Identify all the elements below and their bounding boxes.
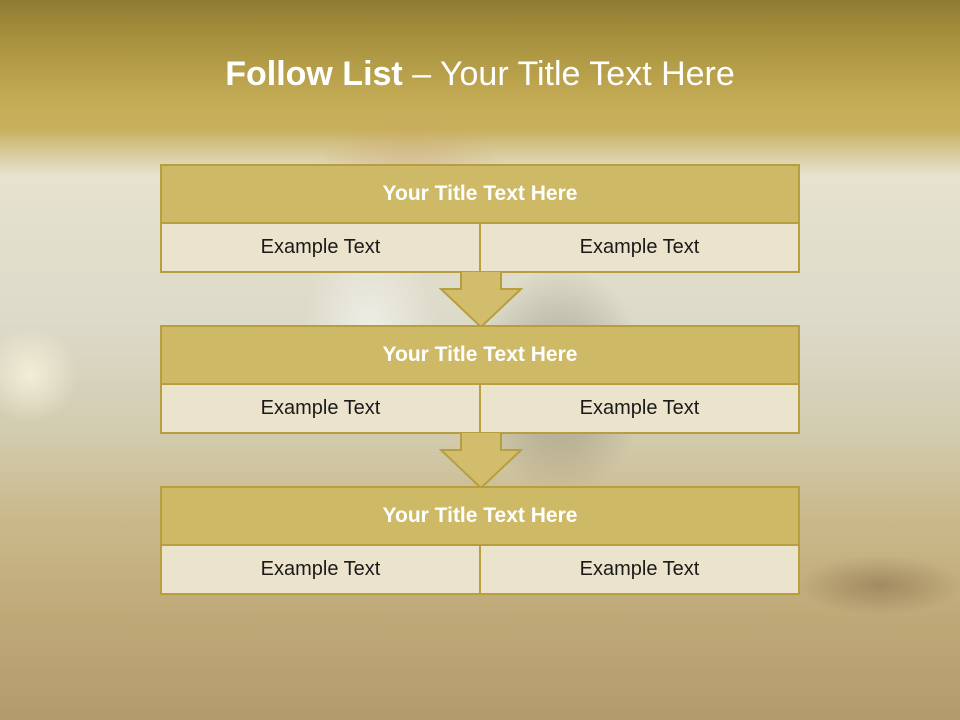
block-cell-right: Example Text	[481, 224, 798, 271]
follow-block-2: Your Title Text Here Example Text Exampl…	[160, 325, 800, 434]
block-title: Your Title Text Here	[162, 488, 798, 546]
block-cell-left: Example Text	[162, 385, 479, 432]
block-title: Your Title Text Here	[162, 327, 798, 385]
block-cell-right: Example Text	[481, 546, 798, 593]
follow-block-1: Your Title Text Here Example Text Exampl…	[160, 164, 800, 273]
title-band	[0, 0, 960, 140]
down-arrow-icon	[439, 432, 523, 490]
page-title-rest: – Your Title Text Here	[402, 55, 735, 93]
block-cell-left: Example Text	[162, 224, 479, 271]
block-cell-right: Example Text	[481, 385, 798, 432]
follow-block-3: Your Title Text Here Example Text Exampl…	[160, 486, 800, 595]
block-title: Your Title Text Here	[162, 166, 798, 224]
page-title: Follow List – Your Title Text Here	[0, 52, 960, 96]
page-title-bold: Follow List	[225, 55, 403, 93]
block-row: Example Text Example Text	[162, 385, 798, 432]
down-arrow-icon	[439, 271, 523, 329]
block-row: Example Text Example Text	[162, 224, 798, 271]
block-cell-left: Example Text	[162, 546, 479, 593]
block-row: Example Text Example Text	[162, 546, 798, 593]
